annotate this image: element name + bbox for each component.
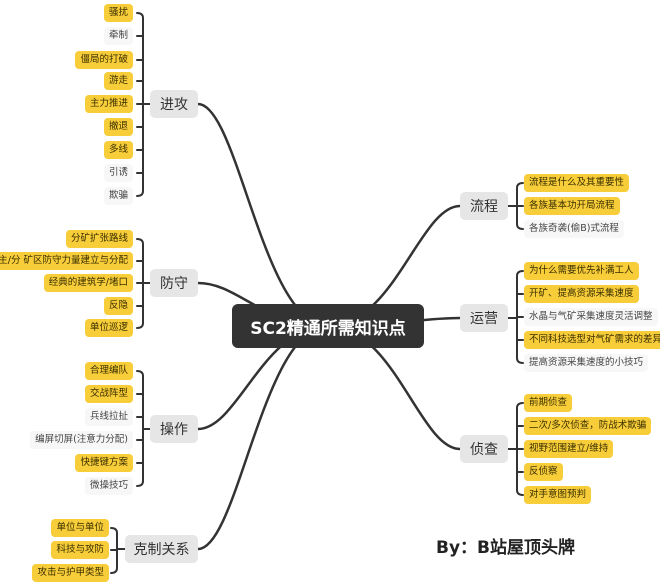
leaf-topic[interactable]: 开矿、提高资源采集速度 bbox=[524, 285, 639, 303]
leaf-topic[interactable]: 多线 bbox=[103, 141, 133, 159]
branch-control[interactable]: 操作 bbox=[150, 415, 198, 443]
leaf-topic[interactable]: 各族奇袭(偷B)式流程 bbox=[524, 220, 624, 238]
leaf-topic[interactable]: 各族基本功开局流程 bbox=[524, 197, 620, 215]
leaf-topic[interactable]: 编屏切屏(注意力分配) bbox=[30, 431, 133, 449]
leaf-topic[interactable]: 单位与单位 bbox=[51, 519, 109, 537]
leaf-topic[interactable]: 合理编队 bbox=[84, 362, 133, 380]
leaf-topic[interactable]: 主力推进 bbox=[84, 95, 133, 113]
leaf-topic[interactable]: 对手意图预判 bbox=[524, 486, 592, 504]
leaf-topic[interactable]: 为什么需要优先补满工人 bbox=[524, 262, 639, 280]
leaf-topic[interactable]: 流程是什么及其重要性 bbox=[524, 174, 630, 192]
main-connector bbox=[196, 102, 330, 328]
author-credit: By：B站屋顶头牌 bbox=[436, 538, 575, 558]
leaf-topic[interactable]: 交战阵型 bbox=[84, 385, 133, 403]
leaf-topic[interactable]: 分矿扩张路线 bbox=[65, 230, 133, 248]
leaf-topic[interactable]: 经典的建筑学/堵口 bbox=[43, 274, 133, 292]
main-connector bbox=[196, 324, 330, 551]
leaf-topic[interactable]: 快捷键方案 bbox=[75, 454, 133, 472]
central-topic[interactable]: SC2精通所需知识点 bbox=[232, 304, 424, 348]
leaf-topic[interactable]: 科技与攻防 bbox=[51, 541, 109, 559]
leaf-topic[interactable]: 二次/多次侦查，防战术欺骗 bbox=[524, 417, 652, 435]
leaf-topic[interactable]: 欺骗 bbox=[103, 187, 133, 205]
leaf-topic[interactable]: 牵制 bbox=[103, 27, 133, 45]
leaf-topic[interactable]: 攻击与护甲类型 bbox=[32, 564, 109, 582]
leaf-topic[interactable]: 主/分 矿区防守力量建立与分配 bbox=[0, 252, 133, 270]
leaf-topic[interactable]: 引诱 bbox=[103, 164, 133, 182]
leaf-topic[interactable]: 视野范围建立/维持 bbox=[524, 440, 614, 458]
leaf-topic[interactable]: 反侦察 bbox=[524, 463, 563, 481]
branch-defense[interactable]: 防守 bbox=[150, 269, 198, 297]
leaf-topic[interactable]: 反隐 bbox=[103, 297, 133, 315]
leaf-topic[interactable]: 骚扰 bbox=[103, 4, 133, 22]
leaf-topic[interactable]: 前期侦查 bbox=[524, 394, 573, 412]
leaf-topic[interactable]: 撤退 bbox=[103, 118, 133, 136]
leaf-topic[interactable]: 提高资源采集速度的小技巧 bbox=[524, 354, 649, 372]
leaf-topic[interactable]: 单位巡逻 bbox=[84, 319, 133, 337]
branch-buildorder[interactable]: 流程 bbox=[460, 192, 508, 220]
branch-scouting[interactable]: 侦查 bbox=[460, 435, 508, 463]
leaf-topic[interactable]: 微操技巧 bbox=[84, 477, 133, 495]
branch-counter[interactable]: 克制关系 bbox=[125, 535, 198, 563]
branch-attack[interactable]: 进攻 bbox=[150, 90, 198, 118]
leaf-topic[interactable]: 僵局的打破 bbox=[75, 51, 133, 69]
leaf-topic[interactable]: 游走 bbox=[103, 72, 133, 90]
leaf-topic[interactable]: 兵线拉扯 bbox=[84, 408, 133, 426]
leaf-topic[interactable]: 不同科技选型对气矿需求的差异 bbox=[524, 331, 660, 349]
branch-economy[interactable]: 运营 bbox=[460, 304, 508, 332]
bracket-line bbox=[136, 370, 144, 487]
leaf-topic[interactable]: 水晶与气矿采集速度灵活调整 bbox=[524, 308, 658, 326]
